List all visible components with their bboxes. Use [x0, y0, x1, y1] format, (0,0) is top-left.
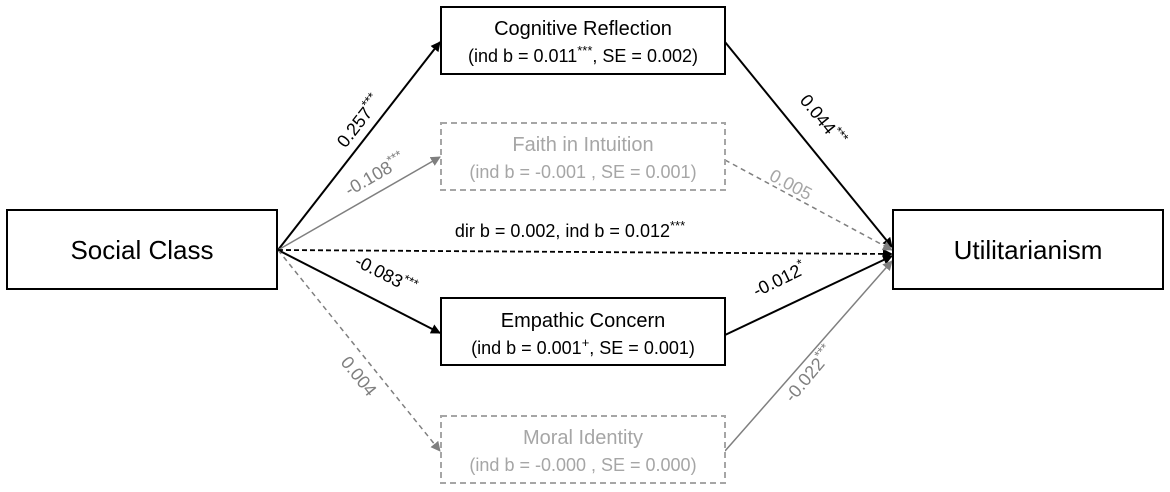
coef-ec-to-ut: -0.012*	[748, 256, 809, 301]
node-faith-in-intuition-stat: (ind b = -0.001 , SE = 0.001)	[469, 162, 696, 182]
path-cr-to-ut-arrow	[724, 41, 893, 248]
node-faith-in-intuition: Faith in Intuition (ind b = -0.001 , SE …	[440, 122, 726, 191]
node-cognitive-reflection-title: Cognitive Reflection	[494, 18, 672, 40]
node-cognitive-reflection: Cognitive Reflection (ind b = 0.011***, …	[440, 6, 726, 75]
node-empathic-concern-title: Empathic Concern	[501, 310, 666, 332]
node-empathic-concern: Empathic Concern (ind b = 0.001+, SE = 0…	[440, 297, 726, 366]
node-faith-in-intuition-title: Faith in Intuition	[512, 134, 653, 156]
coef-sc-to-fi: -0.108***	[340, 147, 409, 200]
path-sc-to-ec-arrow	[277, 249, 441, 334]
coef-mi-to-ut: -0.022***	[778, 340, 838, 406]
coef-sc-to-mi: 0.004	[337, 352, 381, 400]
node-empathic-concern-stat: (ind b = 0.001+, SE = 0.001)	[471, 335, 695, 358]
coef-sc-to-ec: -0.083***	[352, 248, 421, 299]
node-social-class-label: Social Class	[70, 235, 213, 265]
node-moral-identity-stat: (ind b = -0.000 , SE = 0.000)	[469, 455, 696, 475]
path-sc-to-fi-arrow	[277, 156, 441, 251]
node-cognitive-reflection-stat: (ind b = 0.011***, SE = 0.002)	[468, 43, 698, 66]
path-ec-to-ut-arrow	[724, 255, 893, 336]
path-mi-to-ut-arrow	[724, 260, 893, 452]
node-moral-identity: Moral Identity (ind b = -0.000 , SE = 0.…	[440, 415, 726, 484]
coef-sc-to-cr: 0.257***	[330, 90, 385, 152]
coef-direct: dir b = 0.002, ind b = 0.012***	[455, 218, 685, 241]
coef-fi-to-ut: 0.005	[766, 165, 815, 204]
node-social-class: Social Class	[6, 209, 278, 290]
path-sc-to-mi-arrow	[277, 249, 441, 452]
path-sc-to-cr-arrow	[277, 41, 441, 251]
node-moral-identity-title: Moral Identity	[523, 427, 643, 449]
path-fi-to-ut-arrow	[724, 159, 893, 251]
path-direct-arrow	[277, 248, 893, 259]
node-utilitarianism-label: Utilitarianism	[954, 235, 1103, 265]
node-utilitarianism: Utilitarianism	[892, 209, 1164, 290]
